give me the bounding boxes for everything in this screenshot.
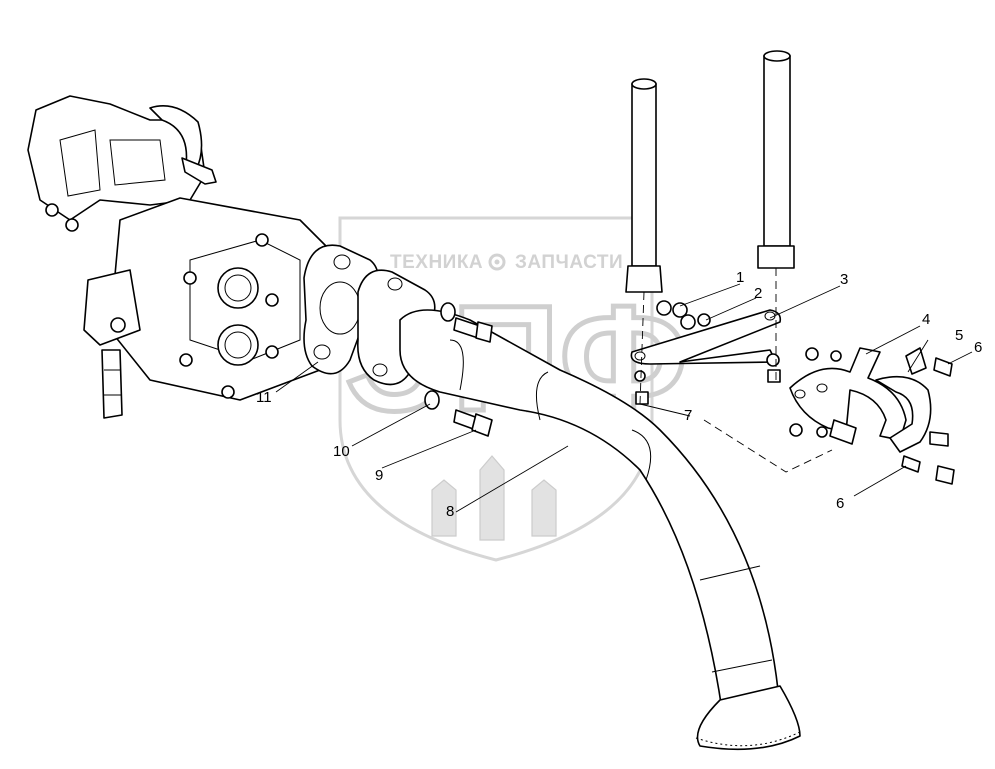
callout-1: 1: [736, 269, 744, 286]
flange-bolts: [424, 302, 493, 437]
callout-8: 8: [446, 503, 454, 520]
callout-5: 5: [955, 327, 963, 344]
suction-pipe: [357, 269, 801, 751]
wheat-icon: [431, 455, 557, 541]
pipe-clamp: [789, 347, 955, 485]
assembly-axis-lines: [639, 268, 833, 473]
leader-lines: [275, 283, 973, 513]
callout-6-top: 6: [974, 339, 982, 356]
callout-7: 7: [684, 407, 692, 424]
callout-10: 10: [333, 443, 350, 460]
callout-labels: 1 2 3 4 5 6 6 7 8 9 10 11: [256, 269, 982, 520]
watermark-brand-left: ТЕХНИКА: [390, 252, 483, 273]
callout-11: 11: [256, 389, 272, 406]
gear-icon: [488, 253, 506, 271]
watermark-brand-right: ЗАПЧАСТИ: [515, 252, 623, 273]
stud-nuts: [656, 300, 711, 330]
callout-6-bottom: 6: [836, 495, 844, 512]
mounting-studs: [625, 50, 795, 293]
oil-pump-assembly: [27, 95, 331, 419]
callout-4: 4: [922, 311, 930, 328]
callout-2: 2: [754, 285, 762, 302]
callout-9: 9: [375, 467, 383, 484]
callout-3: 3: [840, 271, 848, 288]
